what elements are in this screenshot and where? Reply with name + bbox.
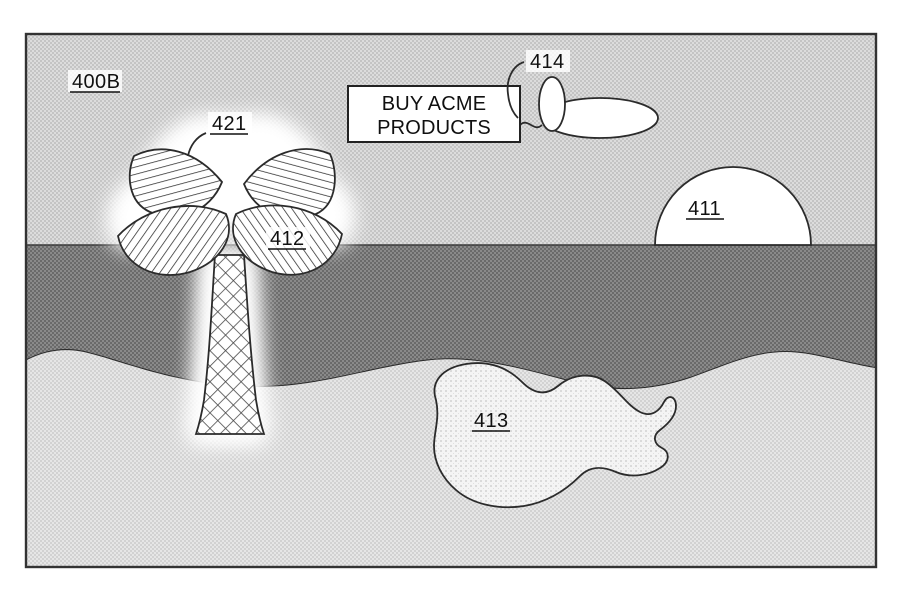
banner-box <box>347 85 521 143</box>
ref-400b-text: 400B <box>72 71 120 93</box>
ref-414: 414 <box>526 50 570 73</box>
ref-412: 412 <box>266 227 310 250</box>
reference-numerals: 400B 421 412 414 411 <box>68 50 724 432</box>
tow-line <box>519 121 543 129</box>
airplane-wing <box>538 76 566 132</box>
leader-line-414 <box>506 61 525 119</box>
ref-411: 411 <box>686 198 724 220</box>
ref-421-text: 421 <box>212 113 247 135</box>
palm-tree <box>117 148 343 435</box>
figure-frame <box>24 32 878 569</box>
ref-412-text: 412 <box>270 228 305 250</box>
banner-line-1: BUY ACME <box>382 93 487 115</box>
scene-background: BUY ACME PRODUCTS 400B 421 412 <box>27 35 875 566</box>
airplane-with-banner: BUY ACME PRODUCTS <box>347 76 659 143</box>
palm-trunk <box>194 254 266 435</box>
banner-line-2: PRODUCTS <box>377 117 491 139</box>
ref-411-text: 411 <box>688 198 721 220</box>
palm-frond-lower-left <box>117 205 230 276</box>
ref-421: 421 <box>208 112 252 135</box>
ref-413-text: 413 <box>474 410 509 432</box>
island <box>433 362 677 509</box>
ref-413: 413 <box>472 410 510 432</box>
leader-line-421 <box>187 132 207 157</box>
sun <box>654 166 812 246</box>
ref-400b: 400B <box>68 70 122 93</box>
ref-414-text: 414 <box>530 51 565 73</box>
